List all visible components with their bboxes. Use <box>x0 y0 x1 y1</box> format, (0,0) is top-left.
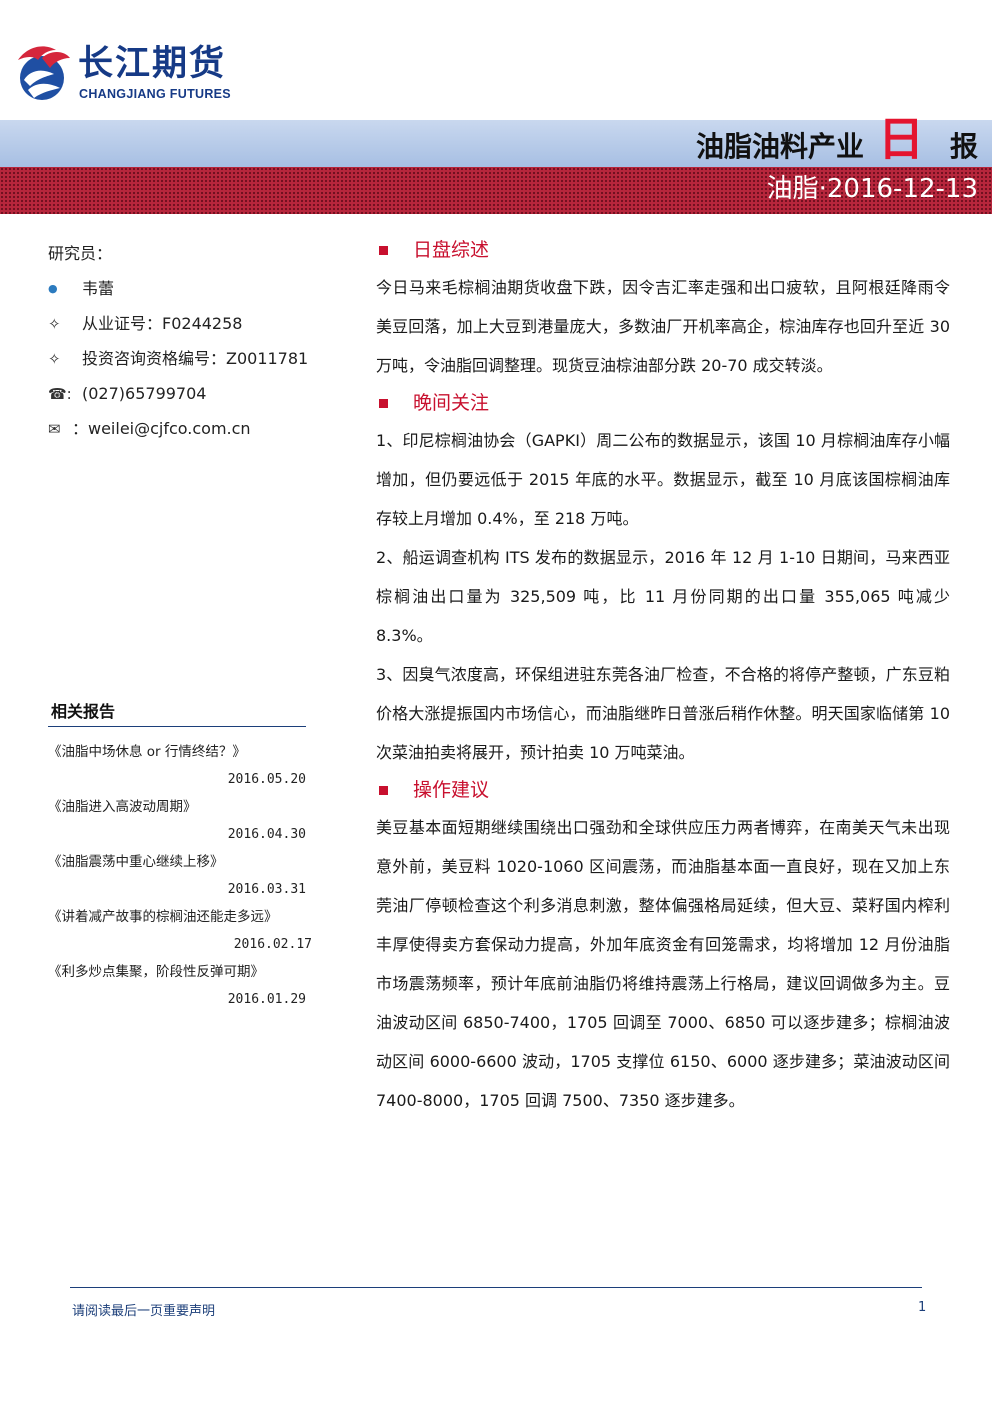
related-report-date: 2016.02.17 <box>233 937 312 952</box>
company-logo: 长江期货 CHANGJIANG FUTURES <box>12 40 252 106</box>
footer-divider <box>70 1287 922 1288</box>
mail-icon: ✉ <box>48 419 61 438</box>
researcher-name: 韦蕾 <box>82 278 115 298</box>
researcher-info: 研究员： ● 韦蕾 ✧ 从业证号：F0244258 ✧ 投资咨询资格编号：Z00… <box>48 236 318 446</box>
report-title-accent: 日 <box>877 112 924 166</box>
dragon-logo-icon <box>18 46 70 100</box>
section-paragraph: 3、因臭气浓度高，环保组进驻东莞各油厂检查，不合格的将停产整顿，广东豆粕价格大涨… <box>376 665 950 762</box>
diamond-icon: ✧ <box>48 349 61 368</box>
related-report-date: 2016.05.20 <box>227 772 306 787</box>
researcher-license: 从业证号：F0244258 <box>82 313 243 333</box>
report-title: 油脂油料产业 日 报 <box>695 116 978 166</box>
related-reports: 相关报告 《油脂中场休息 or 行情终结？》 2016.05.20 《油脂进入高… <box>48 698 312 1016</box>
square-bullet-icon <box>379 398 388 408</box>
footer-disclaimer: 请阅读最后一页重要声明 <box>72 1304 216 1319</box>
subtitle-band <box>0 167 992 214</box>
section-title: 日盘综述 <box>413 239 490 261</box>
related-reports-list: 《油脂中场休息 or 行情终结？》 2016.05.20 《油脂进入高波动周期》… <box>48 741 312 1016</box>
person-icon: ● <box>48 281 58 295</box>
related-report-title: 《利多炒点集聚，阶段性反弹可期》 <box>48 964 264 980</box>
related-report-title: 《油脂进入高波动周期》 <box>48 799 197 815</box>
list-item[interactable]: 《油脂震荡中重心继续上移》 2016.03.31 <box>48 851 306 906</box>
researcher-name-row: ● 韦蕾 <box>48 271 318 306</box>
related-report-title: 《油脂震荡中重心继续上移》 <box>48 854 224 870</box>
title-band <box>0 120 992 167</box>
square-bullet-icon <box>379 785 388 795</box>
section-heading-advice: 操作建议 <box>376 772 950 808</box>
list-item[interactable]: 《油脂中场休息 or 行情终结？》 2016.05.20 <box>48 741 306 796</box>
section-paragraph: 美豆基本面短期继续围绕出口强劲和全球供应压力两者博弈，在南美天气未出现意外前，美… <box>376 818 950 1110</box>
related-report-date: 2016.04.30 <box>227 827 306 842</box>
researcher-consult-row: ✧ 投资咨询资格编号：Z0011781 <box>48 341 318 376</box>
report-body: 日盘综述 今日马来毛棕榈油期货收盘下跌，因令吉汇率走强和出口疲软，且阿根廷降雨令… <box>376 232 950 1120</box>
brand-name-en: CHANGJIANG FUTURES <box>79 87 231 101</box>
related-report-title: 《讲着减产故事的棕榈油还能走多远》 <box>48 909 278 925</box>
list-item[interactable]: 《利多炒点集聚，阶段性反弹可期》 2016.01.29 <box>48 961 306 1016</box>
page-number: 1 <box>918 1300 927 1315</box>
section-paragraph: 1、印尼棕榈油协会（GAPKI）周二公布的数据显示，该国 10 月棕榈油库存小幅… <box>376 431 950 528</box>
researcher-license-row: ✧ 从业证号：F0244258 <box>48 306 318 341</box>
report-title-prefix: 油脂油料产业 <box>695 130 864 163</box>
related-report-title: 《油脂中场休息 or 行情终结？》 <box>48 744 246 760</box>
researcher-email-row: ✉ ：weilei@cjfco.com.cn <box>48 411 318 446</box>
related-report-date: 2016.03.31 <box>227 882 306 897</box>
section-title: 操作建议 <box>413 779 490 801</box>
report-subtitle: 油脂·2016-12-13 <box>766 174 978 204</box>
section-heading-summary: 日盘综述 <box>376 232 950 268</box>
brand-name-cn: 长江期货 <box>78 44 227 84</box>
related-report-date: 2016.01.29 <box>227 992 306 1007</box>
researcher-label-row: 研究员： <box>48 236 318 271</box>
list-item[interactable]: 《讲着减产故事的棕榈油还能走多远》 2016.02.17 <box>48 906 312 961</box>
researcher-phone: (027)65799704 <box>82 383 207 403</box>
section-paragraph: 今日马来毛棕榈油期货收盘下跌，因令吉汇率走强和出口疲软，且阿根廷降雨令美豆回落，… <box>376 278 950 375</box>
phone-icon: ☎: <box>48 384 72 403</box>
list-item[interactable]: 《油脂进入高波动周期》 2016.04.30 <box>48 796 306 851</box>
related-reports-heading: 相关报告 <box>48 698 306 727</box>
researcher-consult: 投资咨询资格编号：Z0011781 <box>82 348 309 368</box>
section-paragraph: 2、船运调查机构 ITS 发布的数据显示，2016 年 12 月 1-10 日期… <box>376 548 950 645</box>
researcher-phone-row: ☎: (027)65799704 <box>48 376 318 411</box>
section-title: 晚间关注 <box>413 392 490 414</box>
researcher-label: 研究员： <box>48 243 113 263</box>
section-heading-evening: 晚间关注 <box>376 385 950 421</box>
researcher-email[interactable]: ：weilei@cjfco.com.cn <box>72 418 251 438</box>
report-title-suffix: 报 <box>949 130 978 163</box>
diamond-icon: ✧ <box>48 314 61 333</box>
square-bullet-icon <box>379 245 388 255</box>
